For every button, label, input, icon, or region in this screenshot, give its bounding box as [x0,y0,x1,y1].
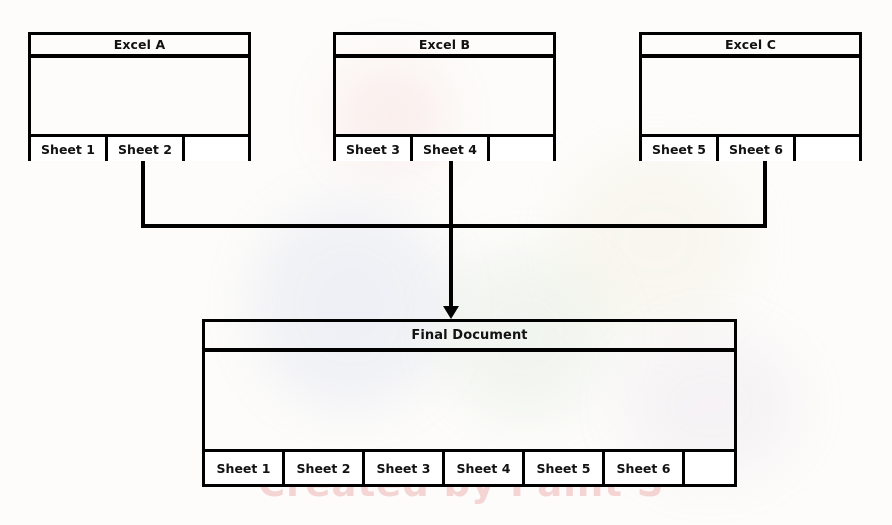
connector-line-to-final-document [449,224,453,310]
target-title-final-document: Final Document [205,322,734,352]
sheet-tab[interactable]: Sheet 1 [205,452,285,484]
sheet-tab-empty[interactable] [685,452,734,484]
sheet-tab[interactable]: Sheet 3 [365,452,445,484]
sheet-tab-empty[interactable] [796,137,859,161]
source-box-excel-c[interactable]: Excel C Sheet 5 Sheet 6 [639,32,862,161]
sheet-tab[interactable]: Sheet 6 [605,452,685,484]
sheet-tab-row-excel-a: Sheet 1 Sheet 2 [31,134,248,161]
sheet-tab-row-excel-b: Sheet 3 Sheet 4 [336,134,553,161]
source-box-excel-a[interactable]: Excel A Sheet 1 Sheet 2 [28,32,251,161]
sheet-tab-row-excel-c: Sheet 5 Sheet 6 [642,134,859,161]
source-title-excel-a: Excel A [31,35,248,58]
sheet-tab[interactable]: Sheet 4 [413,137,490,161]
sheet-tab[interactable]: Sheet 3 [336,137,413,161]
connector-line-excel-c [763,158,767,228]
sheet-tab-empty[interactable] [490,137,553,161]
sheet-tab[interactable]: Sheet 2 [108,137,185,161]
sheet-tab[interactable]: Sheet 5 [525,452,605,484]
sheet-tab[interactable]: Sheet 1 [31,137,108,161]
connector-horizontal-bus [141,224,767,228]
source-body-excel-c [642,58,859,134]
source-box-excel-b[interactable]: Excel B Sheet 3 Sheet 4 [333,32,556,161]
arrow-head-icon [443,306,459,319]
sheet-tab[interactable]: Sheet 2 [285,452,365,484]
watermark-blob [560,150,750,330]
source-body-excel-a [31,58,248,134]
sheet-tab[interactable]: Sheet 6 [719,137,796,161]
sheet-tab-row-final-document: Sheet 1 Sheet 2 Sheet 3 Sheet 4 Sheet 5 … [205,449,734,484]
sheet-tab[interactable]: Sheet 5 [642,137,719,161]
connector-line-excel-a [141,158,145,228]
connector-line-excel-b [449,158,453,228]
target-body-final-document [205,352,734,449]
source-title-excel-c: Excel C [642,35,859,58]
source-body-excel-b [336,58,553,134]
sheet-tab-empty[interactable] [185,137,248,161]
source-title-excel-b: Excel B [336,35,553,58]
target-box-final-document[interactable]: Final Document Sheet 1 Sheet 2 Sheet 3 S… [202,319,737,487]
sheet-tab[interactable]: Sheet 4 [445,452,525,484]
